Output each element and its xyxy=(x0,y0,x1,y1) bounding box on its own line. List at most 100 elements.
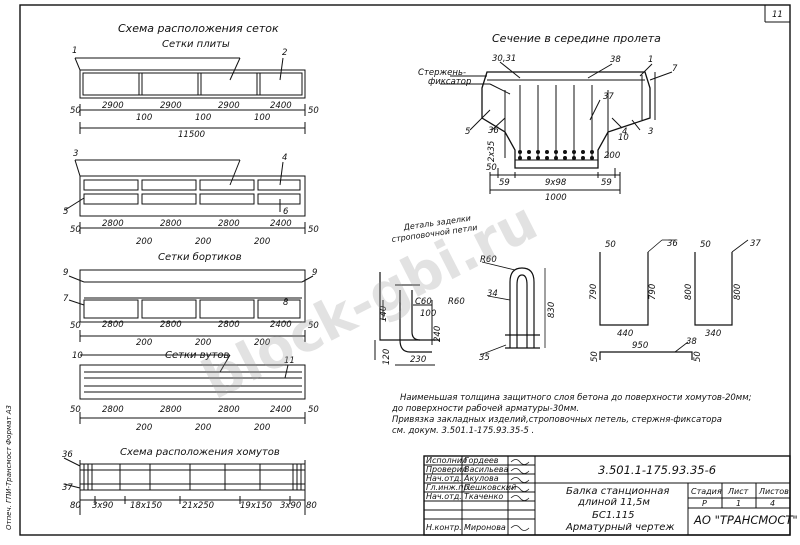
dim-label: 2800 xyxy=(160,405,182,415)
dim-label: 200 xyxy=(136,423,152,433)
dim-label: 50 xyxy=(693,351,703,362)
sides-mesh xyxy=(68,269,314,342)
note-line: Привязка закладных изделий,строповочных … xyxy=(392,415,722,425)
dim-label: 790 xyxy=(589,284,599,300)
tb-sheets: 4 xyxy=(770,499,775,508)
dim-label: 2800 xyxy=(218,219,240,229)
tb-role: Проверил xyxy=(426,465,467,474)
bar36-mark: 36 xyxy=(667,239,678,249)
note-line: Наименьшая толщина защитного слоя бетона… xyxy=(400,393,752,403)
dim-label: 50 xyxy=(308,106,319,116)
dim-label: 2900 xyxy=(218,101,240,111)
tb-item: Балка станционная xyxy=(566,486,669,497)
dim-label: 50 xyxy=(308,225,319,235)
mark-10: 10 xyxy=(72,351,83,361)
dim-label: 2900 xyxy=(160,101,182,111)
stirrups-title: Схема расположения хомутов xyxy=(120,447,280,458)
section-label: Стержень- xyxy=(418,68,466,78)
section-label: 37 xyxy=(603,92,614,102)
section-label: 3 xyxy=(648,127,653,137)
mark-3: 3 xyxy=(73,149,78,159)
dim-label: 50 xyxy=(605,240,616,250)
mark-37: 37 xyxy=(62,483,73,493)
dim-label: 2800 xyxy=(102,405,124,415)
dim-label: 50 xyxy=(70,321,81,331)
dim-label: 50 xyxy=(308,405,319,415)
bar37-mark: 37 xyxy=(750,239,761,249)
note-line: до поверхности рабочей арматуры-30мм. xyxy=(391,404,579,414)
section-drawing xyxy=(440,61,673,194)
dim-label: 50 xyxy=(70,225,81,235)
loop-label: 34 xyxy=(487,289,498,299)
dim-label: 200 xyxy=(136,338,152,348)
dim-label: 2400 xyxy=(270,320,292,330)
dim-label: 80 xyxy=(70,501,81,511)
dim-label: 440 xyxy=(617,329,633,339)
dim-label: 80 xyxy=(306,501,317,511)
side-stamp: Отпеч. ГПИ-Трансмост Формат А3 xyxy=(5,405,13,530)
dim-label: 2800 xyxy=(102,219,124,229)
dim-label: 3x90 xyxy=(280,501,301,511)
dim-label: 2400 xyxy=(270,405,292,415)
tb-name: Пешковский xyxy=(464,483,516,492)
dim-label: 10 xyxy=(618,133,629,143)
dim-label: 19x150 xyxy=(240,501,272,511)
tb-role: Нач.отд. xyxy=(426,474,462,483)
dim-label: 50 xyxy=(590,351,600,362)
loop-label: 35 xyxy=(479,353,490,363)
dim-label: 200 xyxy=(604,151,620,161)
dim-label: 200 xyxy=(254,423,270,433)
stirrups-layout xyxy=(63,457,306,515)
mark-8: 8 xyxy=(283,298,289,308)
loop-label: 830 xyxy=(547,302,557,318)
dim-label: 120 xyxy=(382,349,392,365)
scheme-title: Схема расположения сеток xyxy=(118,22,279,35)
mark-1: 1 xyxy=(72,46,77,56)
mark-5: 5 xyxy=(63,207,68,217)
tb-role: Нач.отд. xyxy=(426,492,462,501)
tb-stage-header: Стадия xyxy=(691,487,722,496)
dim-label: 950 xyxy=(632,341,648,351)
section-label: 36 xyxy=(488,126,499,136)
tb-role: Гл.инж.пр. xyxy=(426,483,471,492)
section-label: 5 xyxy=(465,127,470,137)
tb-sheet: 1 xyxy=(736,499,741,508)
dim-label: 50 xyxy=(308,321,319,331)
section-label: фиксатор xyxy=(428,77,471,87)
dim-label: 800 xyxy=(684,284,694,300)
dim-label: 2800 xyxy=(218,320,240,330)
bar38-mark: 38 xyxy=(686,337,697,347)
tb-name: Акулова xyxy=(463,474,499,483)
loop-label: R60 xyxy=(480,255,497,265)
plate-mesh-row-2 xyxy=(64,159,306,234)
title-block-grid xyxy=(423,455,791,536)
tb-doc-code: 3.501.1-175.93.35-6 xyxy=(598,463,716,477)
mark-2: 2 xyxy=(282,48,287,58)
dim-label: 800 xyxy=(733,284,743,300)
dim-label: 2900 xyxy=(102,101,124,111)
dim-label: 100 xyxy=(420,309,436,319)
dim-label: 2800 xyxy=(102,320,124,330)
dim-label: 50 xyxy=(70,106,81,116)
mark-11: 11 xyxy=(284,356,295,366)
dim-label: 2800 xyxy=(160,219,182,229)
dim-label: 2400 xyxy=(270,219,292,229)
dim-label: 2400 xyxy=(270,101,292,111)
dim-label: 2800 xyxy=(218,405,240,415)
dim-label: 100 xyxy=(254,113,270,123)
dim-total: 11500 xyxy=(178,130,205,140)
section-label: 38 xyxy=(610,55,621,65)
dim-label: 50 xyxy=(70,405,81,415)
section-label: 30,31 xyxy=(492,54,516,64)
dim-label: 100 xyxy=(136,113,152,123)
dim-label: 140 xyxy=(379,306,389,322)
detail-drawing xyxy=(374,272,440,366)
dim-label: R60 xyxy=(448,297,465,307)
butt-mesh xyxy=(79,354,306,424)
mark-6: 6 xyxy=(283,207,289,217)
tb-name: Ткаченко xyxy=(464,492,503,501)
dim-label: 200 xyxy=(254,237,270,247)
dim-label: 100 xyxy=(195,113,211,123)
dim-label: 2х35 xyxy=(487,141,497,162)
sheet-frame xyxy=(19,4,791,536)
